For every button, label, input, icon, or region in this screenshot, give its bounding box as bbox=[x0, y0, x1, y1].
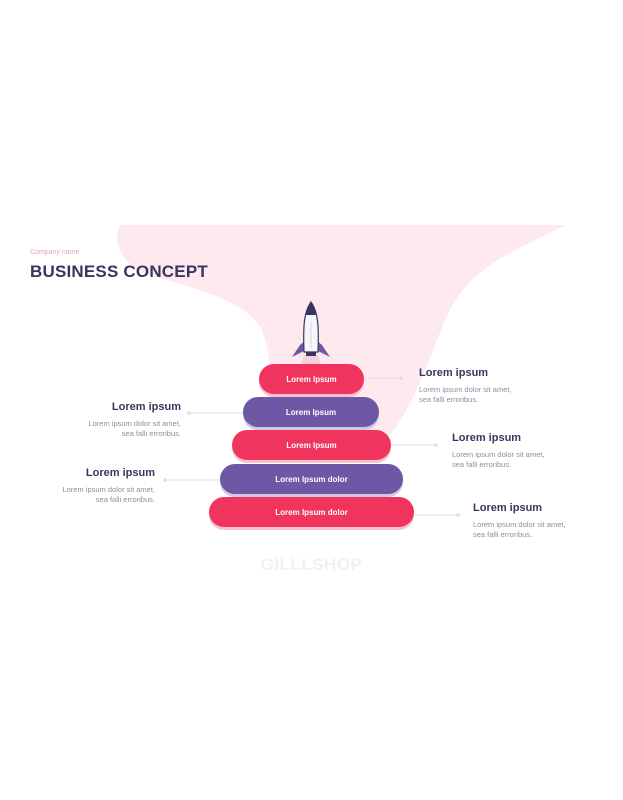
callout-body-line: Lorem ipsum dolor sit amet, bbox=[473, 520, 566, 529]
callout-body-line: sea falli erroribus. bbox=[452, 460, 512, 469]
pyramid-tier-3: Lorem Ipsum bbox=[232, 430, 391, 460]
callout-body-line: Lorem ipsum dolor sit amet, bbox=[419, 385, 512, 394]
callout-body-line: Lorem ipsum dolor sit amet, bbox=[62, 485, 155, 494]
callout-right-3: Lorem ipsum Lorem ipsum dolor sit amet, … bbox=[473, 502, 623, 540]
callout-right-1: Lorem ipsum Lorem ipsum dolor sit amet, … bbox=[419, 367, 579, 405]
callout-heading: Lorem ipsum bbox=[473, 502, 543, 514]
watermark: GILLLSHOP bbox=[260, 555, 363, 574]
callout-heading: Lorem ipsum bbox=[419, 367, 489, 379]
callout-body-line: Lorem ipsum dolor sit amet, bbox=[452, 450, 545, 459]
callout-heading: Lorem ipsum bbox=[111, 401, 181, 413]
pyramid-tier-4: Lorem Ipsum dolor bbox=[220, 464, 403, 494]
callout-body-line: sea falli erroribus. bbox=[419, 395, 479, 404]
pyramid-tier-5: Lorem Ipsum dolor bbox=[209, 497, 414, 527]
callout-left-1: Lorem ipsum Lorem ipsum dolor sit amet, … bbox=[21, 401, 181, 439]
callout-heading: Lorem ipsum bbox=[452, 432, 522, 444]
callout-left-2: Lorem ipsum Lorem ipsum dolor sit amet, … bbox=[0, 467, 155, 505]
callout-body-line: sea falli erroribus. bbox=[121, 429, 181, 438]
callout-body-line: sea falli erroribus. bbox=[95, 495, 155, 504]
callout-body-line: sea falli erroribus. bbox=[473, 530, 533, 539]
pyramid-tier-2: Lorem Ipsum bbox=[243, 397, 379, 427]
pyramid-tier-1: Lorem Ipsum bbox=[259, 364, 364, 394]
company-name: Company name bbox=[30, 249, 80, 256]
callout-heading: Lorem ipsum bbox=[85, 467, 155, 479]
callout-body-line: Lorem ipsum dolor sit amet, bbox=[88, 419, 181, 428]
callout-right-2: Lorem ipsum Lorem ipsum dolor sit amet, … bbox=[452, 432, 612, 470]
page-title: BUSINESS CONCEPT bbox=[30, 262, 208, 281]
